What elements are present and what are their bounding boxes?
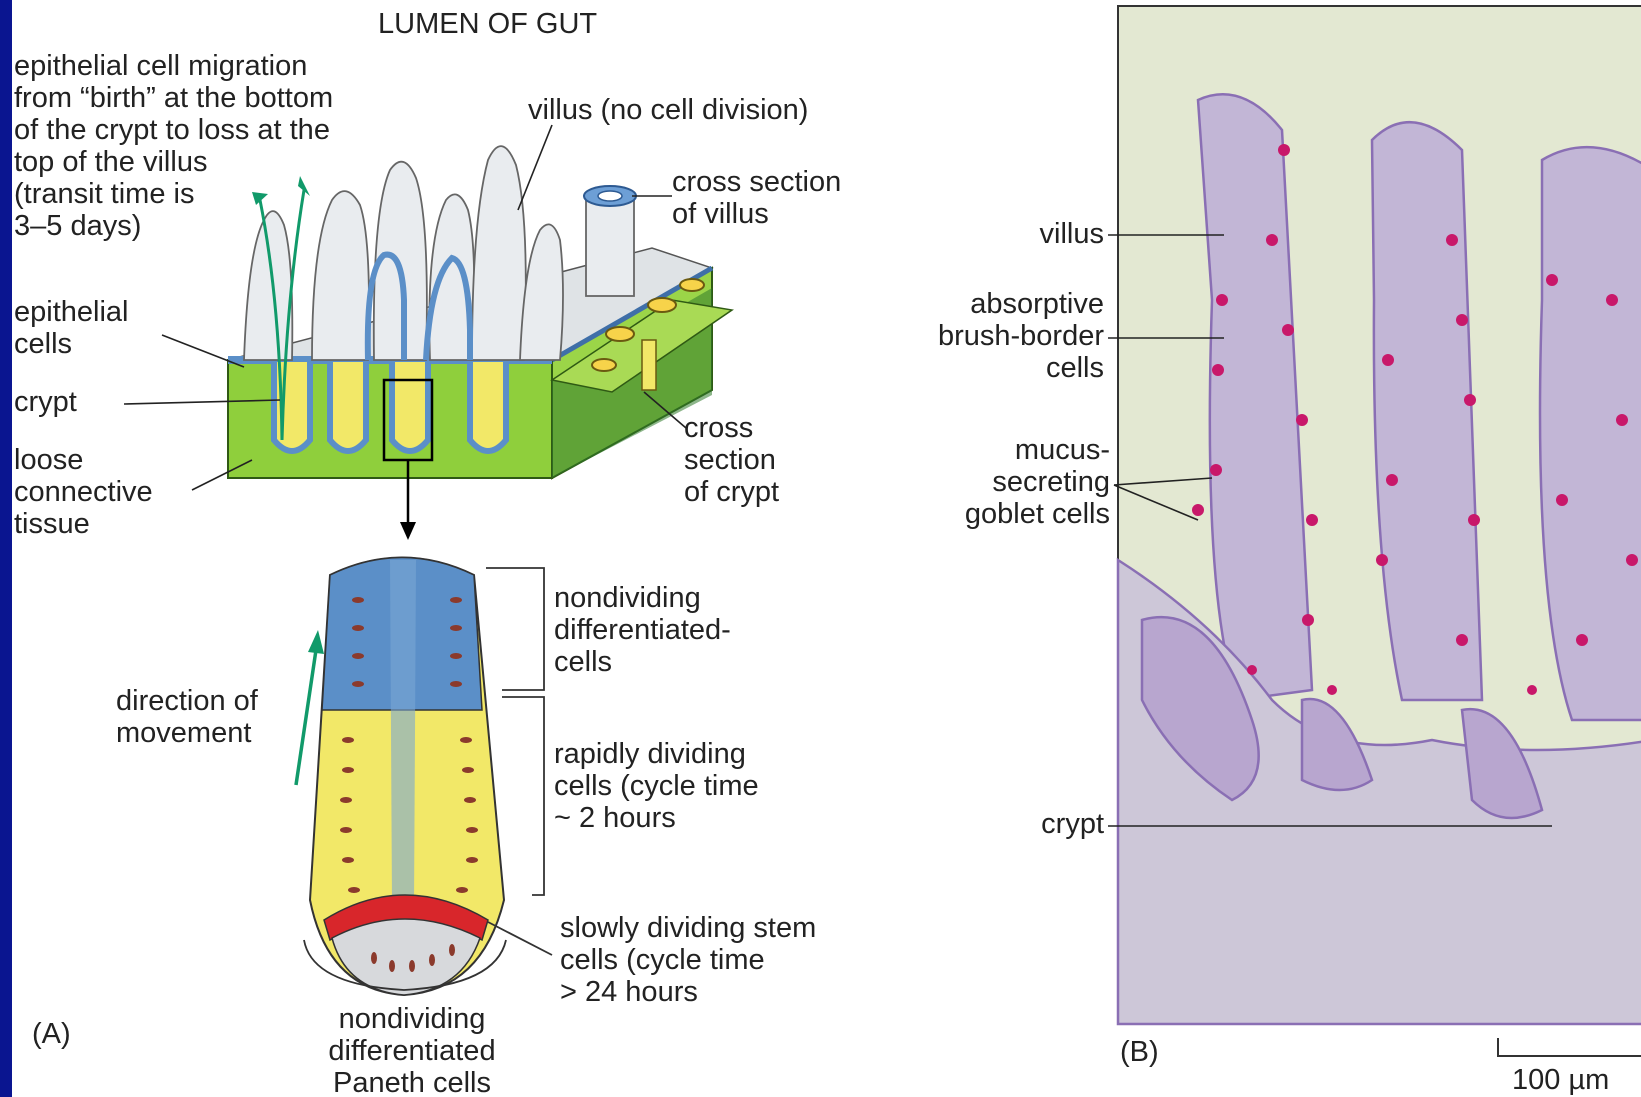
migration-note: epithelial cell migration from “birth” a…	[14, 50, 333, 242]
panel-a-letter: (A)	[32, 1018, 71, 1050]
stem-cells-label: slowly dividing stem cells (cycle time >…	[560, 912, 816, 1008]
nondividing-cells-label: nondividing differentiated- cells	[554, 582, 731, 678]
scale-bar-label: 100 µm	[1512, 1064, 1609, 1096]
crypt-label-a: crypt	[14, 386, 77, 418]
scale-bar	[1498, 1038, 1641, 1056]
epithelial-cells-label: epithelial cells	[14, 296, 128, 360]
panel-b-letter: (B)	[1120, 1036, 1159, 1068]
villus-label-a: villus (no cell division)	[528, 94, 808, 126]
absorptive-cells-label: absorptive brush-border cells	[860, 288, 1104, 384]
paneth-cells-label: nondividing differentiated Paneth cells	[302, 1003, 522, 1097]
figure-panel: LUMEN OF GUT epithelial cell migration f…	[12, 0, 1641, 1097]
lumen-title: LUMEN OF GUT	[378, 8, 597, 40]
loose-connective-tissue-label: loose connective tissue	[14, 444, 153, 540]
goblet-cells-label: mucus- secreting goblet cells	[880, 434, 1110, 530]
cross-section-crypt-label: cross section of crypt	[684, 412, 779, 508]
cross-section-villus-label: cross section of villus	[672, 166, 841, 230]
rapidly-dividing-label: rapidly dividing cells (cycle time ~ 2 h…	[554, 738, 759, 834]
crypt-label-b: crypt	[972, 808, 1104, 840]
direction-label: direction of movement	[116, 685, 258, 749]
villus-label-b: villus	[952, 218, 1104, 250]
